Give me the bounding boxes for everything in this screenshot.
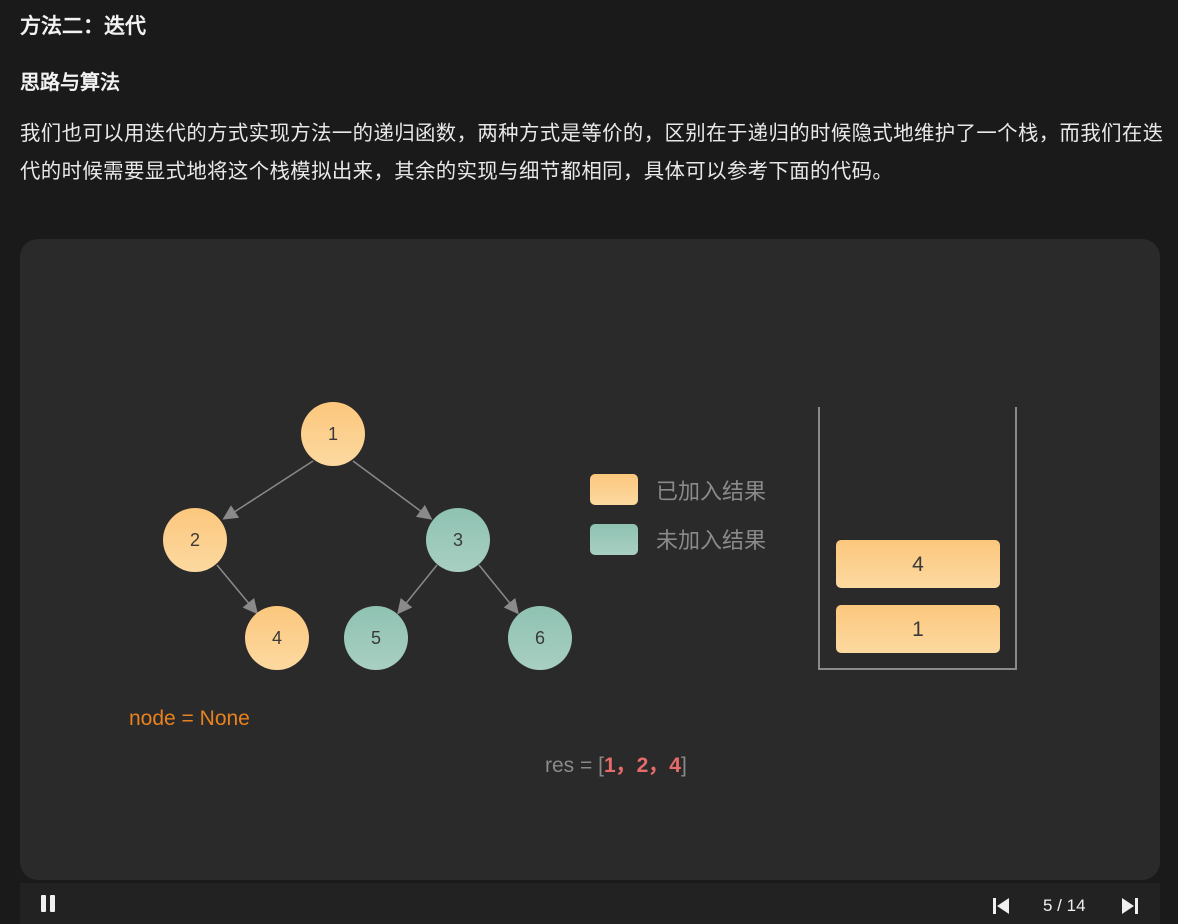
legend: 已加入结果 未加入结果	[590, 474, 766, 555]
player-controls: 5 / 14	[20, 883, 1160, 924]
tree-diagram: 1 2 3 4 5 6 已加入结果 未加入结果	[163, 402, 1017, 670]
tree-node-6: 6	[508, 606, 572, 670]
result-values: 1，2，4	[603, 754, 681, 777]
edge-1-2	[222, 460, 314, 520]
result-variable: res = [1，2，4]	[545, 749, 687, 779]
step-counter: 5 / 14	[1043, 896, 1086, 915]
edge-1-3	[352, 460, 433, 520]
stack-item-label: 1	[912, 618, 924, 641]
description-paragraph: 我们也可以用迭代的方式实现方法一的递归函数，两种方式是等价的，区别在于递归的时候…	[20, 121, 1164, 183]
tree-node-label: 4	[272, 628, 282, 648]
tree-node-5: 5	[344, 606, 408, 670]
next-step-button[interactable]	[1121, 898, 1139, 914]
edge-2-4	[216, 564, 258, 615]
stack-item: 1	[836, 605, 1000, 653]
tree-node-label: 1	[328, 424, 338, 444]
subsection-heading: 思路与算法	[20, 70, 120, 94]
animation-canvas: 1 2 3 4 5 6 已加入结果 未加入结果	[20, 239, 1160, 880]
edge-3-5	[397, 564, 438, 615]
result-prefix: res = [	[545, 754, 604, 777]
tree-node-4: 4	[245, 606, 309, 670]
pause-icon	[41, 895, 46, 912]
node-variable: node = None	[129, 707, 250, 730]
legend-swatch-not-added	[590, 524, 638, 555]
legend-label-not-added: 未加入结果	[656, 529, 766, 554]
stack-item-label: 4	[912, 553, 924, 576]
skip-previous-icon	[993, 898, 1009, 914]
tree-node-label: 3	[453, 530, 463, 550]
pause-button[interactable]	[40, 895, 58, 913]
stack-container	[818, 407, 1017, 670]
tree-node-label: 2	[190, 530, 200, 550]
tree-node-label: 6	[535, 628, 545, 648]
tree-node-label: 5	[371, 628, 381, 648]
edge-3-6	[478, 564, 519, 615]
stack-item: 4	[836, 540, 1000, 588]
skip-next-icon	[1122, 898, 1138, 914]
legend-swatch-added	[590, 474, 638, 505]
tree-node-3: 3	[426, 508, 490, 572]
result-suffix: ]	[681, 754, 687, 777]
previous-step-button[interactable]	[992, 898, 1010, 914]
legend-label-added: 已加入结果	[656, 480, 766, 505]
pause-icon	[50, 895, 55, 912]
tree-node-2: 2	[163, 508, 227, 572]
tree-node-1: 1	[301, 402, 365, 466]
section-heading: 方法二：迭代	[20, 14, 146, 38]
